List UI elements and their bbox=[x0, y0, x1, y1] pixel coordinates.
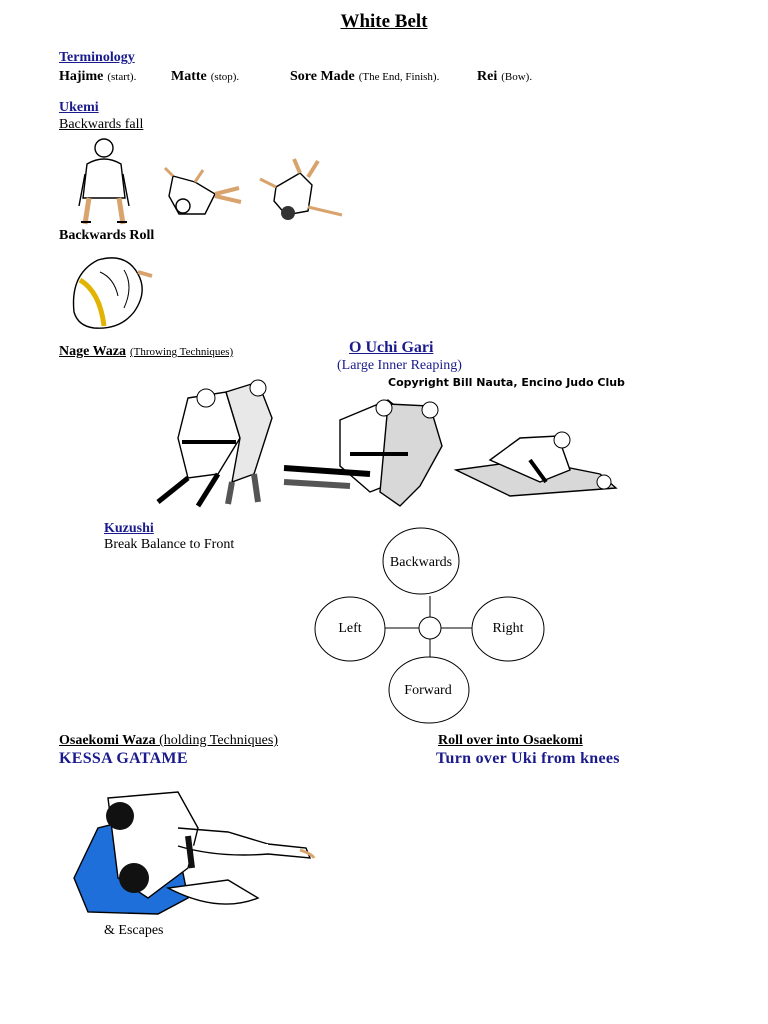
backwards-roll-label: Backwards Roll bbox=[59, 228, 155, 243]
direction-right: Right bbox=[492, 621, 524, 636]
backwards-fall-figure-2 bbox=[163, 166, 242, 215]
kuzushi-heading: Kuzushi bbox=[104, 521, 154, 536]
o-uchi-gari-figure-3 bbox=[453, 431, 618, 497]
term-sore-made: Sore Made (The End, Finish). bbox=[290, 69, 440, 84]
o-uchi-gari-title: O Uchi Gari bbox=[349, 339, 434, 356]
direction-left: Left bbox=[338, 621, 362, 636]
page-title: White Belt bbox=[340, 11, 428, 32]
ukemi-heading: Ukemi bbox=[59, 100, 99, 115]
backwards-fall-figure-3 bbox=[259, 158, 343, 220]
term-hajime: Hajime (start). bbox=[59, 69, 137, 84]
backwards-fall-label: Backwards fall bbox=[59, 117, 144, 132]
backwards-roll-figure bbox=[72, 257, 153, 329]
escapes-label: & Escapes bbox=[104, 923, 164, 938]
left-bubble bbox=[314, 596, 386, 662]
kessa-gatame-figure bbox=[73, 791, 316, 915]
forward-bubble bbox=[388, 656, 470, 724]
kuzushi-diagram bbox=[314, 527, 545, 724]
roll-over-heading: Roll over into Osaekomi bbox=[438, 733, 583, 748]
backwards-fall-figure-1 bbox=[78, 138, 130, 225]
term-rei: Rei (Bow). bbox=[477, 69, 533, 84]
osaekomi-waza-heading: Osaekomi Waza (holding Techniques) bbox=[59, 733, 278, 748]
o-uchi-gari-subtitle: (Large Inner Reaping) bbox=[337, 358, 462, 373]
direction-forward: Forward bbox=[404, 683, 452, 698]
kuzushi-description: Break Balance to Front bbox=[104, 537, 235, 552]
right-bubble bbox=[471, 596, 545, 662]
terminology-heading: Terminology bbox=[59, 50, 135, 65]
o-uchi-gari-figure-1 bbox=[156, 379, 273, 508]
copyright-notice: Copyright Bill Nauta, Encino Judo Club bbox=[388, 376, 625, 389]
roll-over-description: Turn over Uki from knees bbox=[436, 750, 620, 767]
direction-backwards: Backwards bbox=[389, 555, 453, 570]
nage-waza-heading: Nage Waza (Throwing Techniques) bbox=[59, 344, 234, 359]
o-uchi-gari-figure-2 bbox=[283, 399, 443, 507]
term-matte: Matte (stop). bbox=[171, 69, 240, 84]
backwards-bubble bbox=[382, 527, 460, 595]
kessa-gatame-title: KESSA GATAME bbox=[59, 750, 188, 767]
